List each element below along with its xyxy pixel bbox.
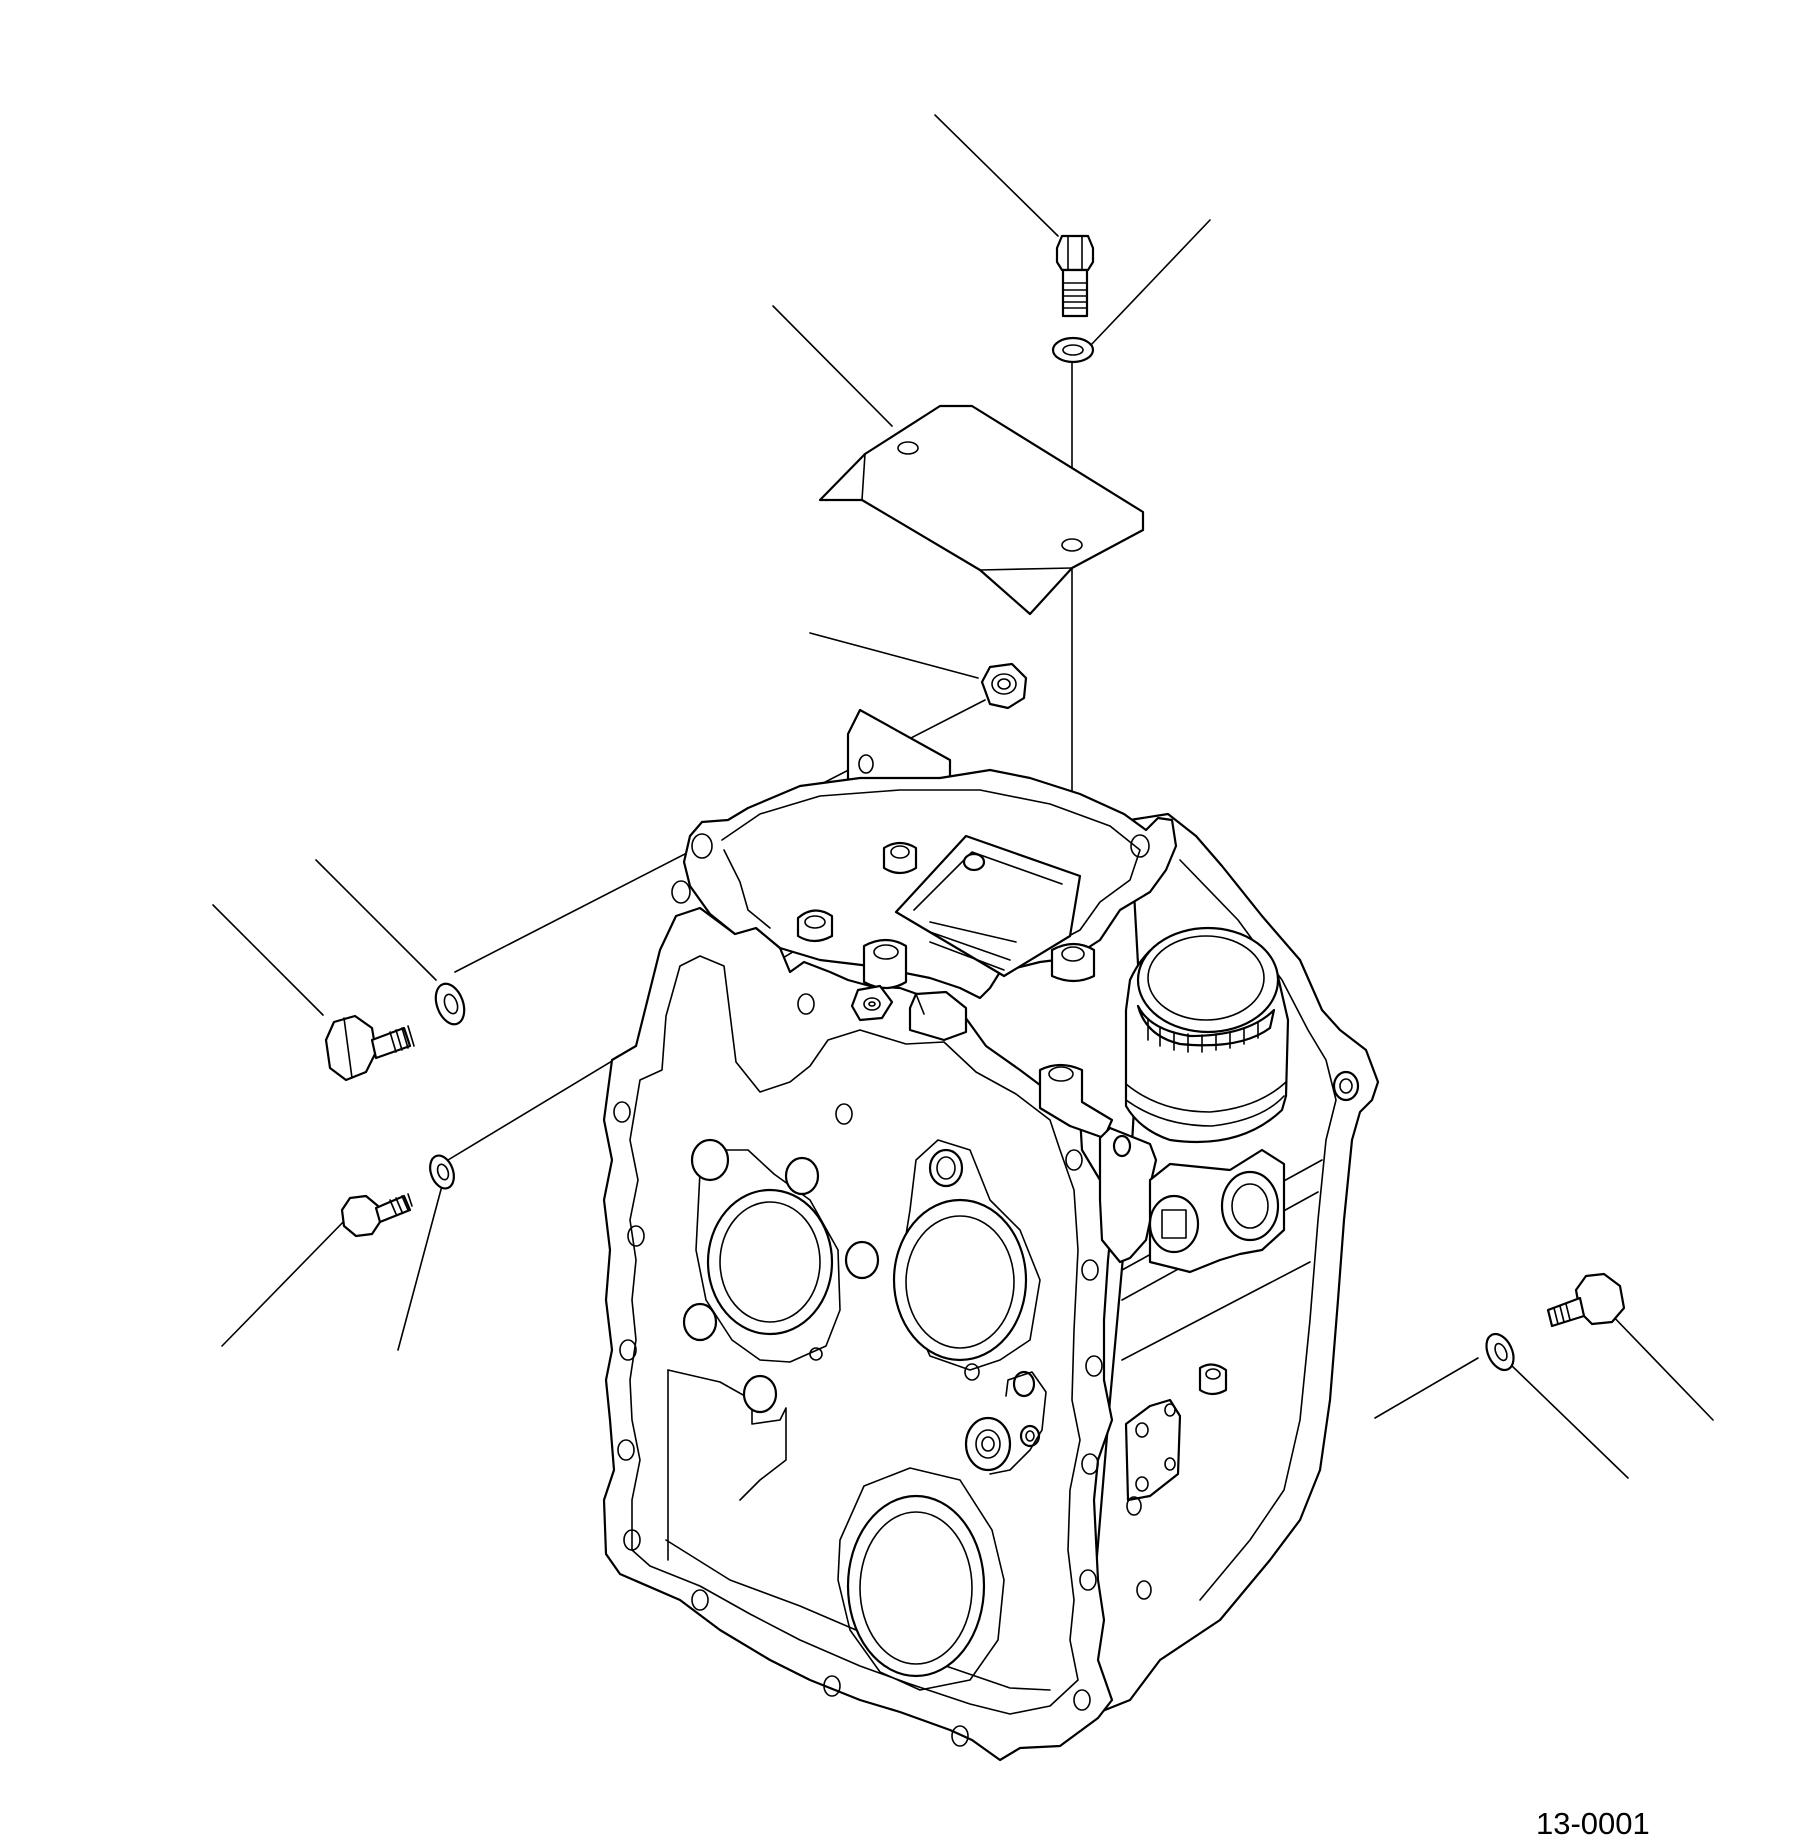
oil-filter-grip-ridges xyxy=(1148,1020,1258,1052)
left-bolt-lower-thread xyxy=(390,1194,412,1214)
left-washer-lower xyxy=(426,1152,458,1191)
top-flange-bosses xyxy=(798,843,1094,1040)
bearing-bore-center xyxy=(894,1140,1040,1380)
leader-right-washer xyxy=(1510,1364,1628,1478)
bearing-bore-left xyxy=(684,1140,878,1412)
case-top-port xyxy=(896,836,1080,976)
top-washer xyxy=(1053,338,1093,362)
leader-top-washer xyxy=(1090,220,1210,346)
right-bolt-thread xyxy=(1548,1304,1570,1326)
top-bolt-thread xyxy=(1063,290,1087,308)
filter-mount-block xyxy=(1100,1128,1284,1272)
left-bolt-upper-thread xyxy=(390,1026,414,1052)
hex-nut xyxy=(982,664,1026,708)
small-bosses xyxy=(966,1372,1046,1474)
cover-plate-hole-right xyxy=(1062,539,1082,551)
leader-left-washer-lower xyxy=(398,1182,443,1350)
leader-top-bolt xyxy=(935,115,1058,236)
cover-plate-hole-left xyxy=(898,442,918,454)
cover-plate xyxy=(820,406,1143,614)
leader-lines xyxy=(213,115,1713,1478)
transmission-case xyxy=(604,710,1378,1760)
leader-left-washer-upper xyxy=(316,860,436,980)
case-front-face xyxy=(604,908,1112,1760)
oil-filter xyxy=(1126,928,1288,1142)
leader-nut xyxy=(810,633,978,678)
right-washer xyxy=(1481,1330,1519,1375)
right-bolt xyxy=(1548,1274,1624,1326)
center-line-right xyxy=(1375,1358,1478,1418)
leader-left-bolt-lower xyxy=(222,1215,350,1346)
figure-code: 13-0001 xyxy=(1536,1806,1650,1841)
left-bolt-lower xyxy=(342,1194,412,1236)
bearing-bore-lower xyxy=(838,1468,1004,1690)
left-washer-upper xyxy=(431,980,470,1028)
case-side-bracket xyxy=(1126,1364,1226,1500)
front-face-edge-holes xyxy=(614,881,1151,1746)
top-bolt xyxy=(1057,236,1093,316)
leader-cover-plate xyxy=(773,306,892,426)
case-front-face-gasket xyxy=(630,956,1080,1714)
left-bolt-upper xyxy=(326,1016,414,1080)
leader-right-bolt xyxy=(1607,1310,1713,1420)
leader-left-bolt-upper xyxy=(213,905,323,1015)
